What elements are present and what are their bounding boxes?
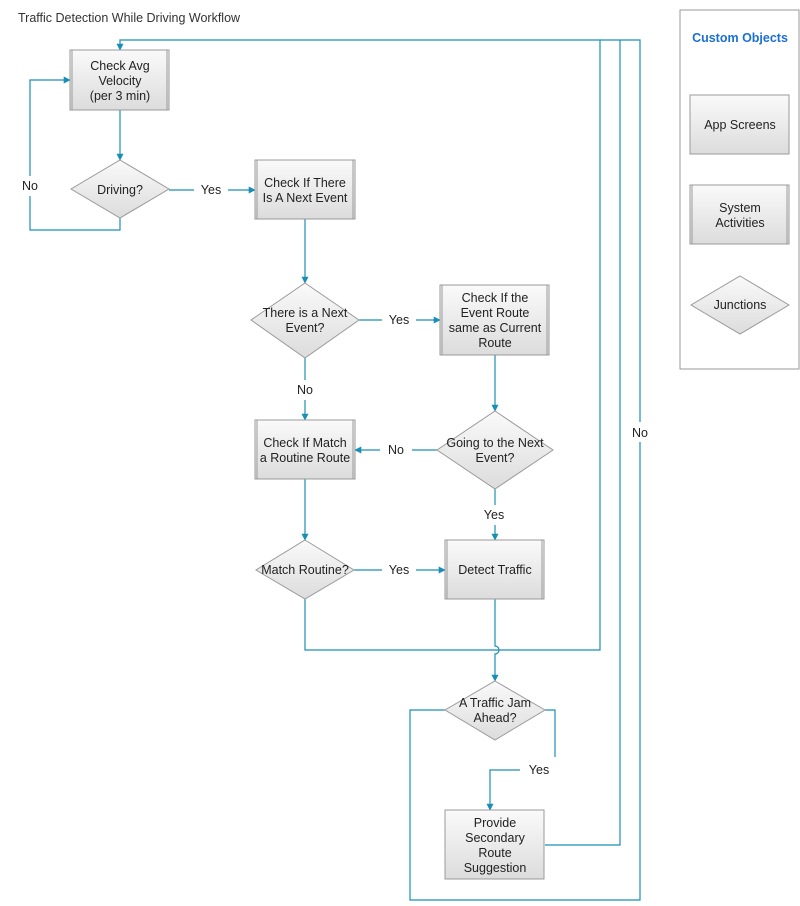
node-text: Route [478,336,511,350]
legend-text: Junctions [714,298,767,312]
node-check-event-route[interactable]: Check If the Event Route same as Current… [439,284,550,356]
label-going-yes: Yes [484,508,504,522]
node-traffic-jam-ahead[interactable]: A Traffic Jam Ahead? [444,680,546,741]
edge-jam-no-return [409,39,641,901]
node-text: Event? [286,321,325,335]
legend-system-activities: System Activities [689,184,790,245]
node-text: Velocity [98,74,142,88]
node-check-routine-route[interactable]: Check If Match a Routine Route [254,419,356,480]
diagram-title: Traffic Detection While Driving Workflow [18,11,241,25]
label-next-event-yes: Yes [389,313,409,327]
node-text: Ahead? [473,711,516,725]
node-text: (per 3 min) [90,89,150,103]
node-text: A Traffic Jam [459,696,531,710]
legend-app-screens: App Screens [689,94,790,155]
node-driving[interactable]: Driving? [70,159,170,219]
node-text: Event Route [461,306,530,320]
nodes: Check Avg Velocity (per 3 min) Driving? … [69,49,554,880]
edge-detect-to-jam [491,599,500,682]
label-routine-yes: Yes [389,563,409,577]
legend-junctions: Junctions [690,275,790,335]
edge-routine-no-return [116,39,601,651]
node-text: Check If Match [263,436,346,450]
node-going-to-next-event[interactable]: Going to the Next Event? [436,410,554,490]
edge-labels: No Yes Yes No No Yes Yes Yes No [10,176,654,779]
node-text: Match Routine? [261,563,349,577]
connectors [29,39,641,901]
node-text: Going to the Next [446,436,544,450]
label-jam-no: No [632,426,648,440]
node-text: a Routine Route [260,451,350,465]
legend-panel: Custom Objects App Screens System Activi… [679,9,800,370]
node-secondary-route[interactable]: Provide Secondary Route Suggestion [444,809,545,880]
legend-text: Activities [715,216,764,230]
label-going-no: No [388,443,404,457]
label-jam-yes: Yes [529,763,549,777]
node-match-routine[interactable]: Match Routine? [255,539,355,600]
node-text: Detect Traffic [458,563,531,577]
node-detect-traffic[interactable]: Detect Traffic [444,539,545,600]
node-text: There is a Next [263,306,348,320]
edge-secondary-return [545,40,621,846]
node-check-avg-velocity[interactable]: Check Avg Velocity (per 3 min) [69,49,170,111]
node-text: Is A Next Event [263,191,348,205]
legend-text: App Screens [704,118,776,132]
node-text: Event? [476,451,515,465]
node-text: Secondary [465,831,526,845]
node-text: Check Avg [90,59,150,73]
label-next-event-no: No [297,383,313,397]
node-text: same as Current [449,321,542,335]
node-check-next-event[interactable]: Check If There Is A Next Event [254,159,356,220]
node-text: Suggestion [464,861,527,875]
legend-text: System [719,201,761,215]
node-text: Route [478,846,511,860]
node-text: Check If the [462,291,529,305]
node-text: Driving? [97,183,143,197]
node-text: Check If There [264,176,346,190]
label-driving-no: No [22,179,38,193]
legend-title: Custom Objects [692,31,788,45]
node-text: Provide [474,816,516,830]
label-driving-yes: Yes [201,183,221,197]
edge-driving-no-loop [29,76,121,231]
node-there-is-next-event[interactable]: There is a Next Event? [250,282,360,359]
